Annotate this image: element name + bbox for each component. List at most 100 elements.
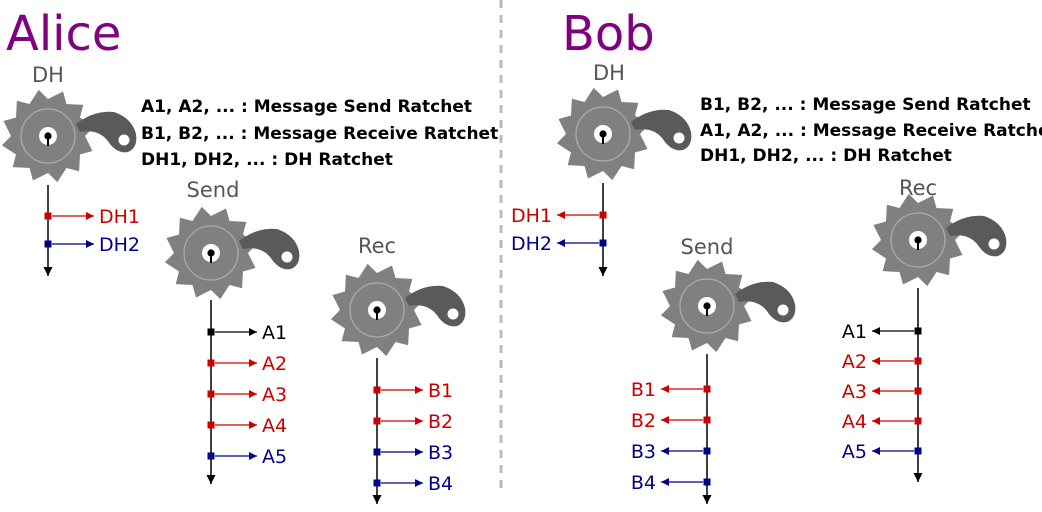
chain-node	[914, 387, 922, 395]
chain-node	[373, 417, 381, 425]
chain-node	[373, 386, 381, 394]
arrowhead-icon	[415, 448, 423, 456]
arrowhead-icon	[872, 357, 880, 365]
arrowhead-icon	[557, 239, 565, 247]
output-label: A1	[842, 321, 867, 343]
arrowhead-icon	[249, 328, 257, 336]
ratchet-wheel-icon	[0, 88, 138, 184]
arrowhead-icon	[661, 447, 669, 455]
bob-send-label: Send	[681, 235, 734, 259]
arrowhead-icon	[557, 211, 565, 219]
chain-node	[703, 385, 711, 393]
output-label: A3	[842, 381, 867, 403]
output-label: B4	[631, 472, 656, 494]
bob-legend: B1, B2, ... : Message Send Ratchet A1, A…	[700, 95, 1042, 166]
ratchet-wheel-icon	[659, 258, 797, 354]
bob-dh-label: DH	[593, 61, 625, 85]
chain-node	[44, 212, 52, 220]
chain-node	[373, 479, 381, 487]
arrowhead-icon	[872, 447, 880, 455]
output-label: B1	[631, 379, 656, 401]
output-label: B2	[428, 411, 453, 433]
output-label: B1	[428, 380, 453, 402]
output-label: A5	[842, 441, 867, 463]
bob-send-output-b1: B1	[631, 379, 711, 401]
arrowhead-icon	[86, 212, 94, 220]
output-label: A3	[262, 384, 287, 406]
chain-node	[207, 452, 215, 460]
arrowhead-icon	[249, 421, 257, 429]
output-label: DH1	[99, 206, 140, 228]
output-label: A5	[262, 446, 287, 468]
chain-node	[914, 357, 922, 365]
arrowhead-icon	[872, 387, 880, 395]
chain-node	[703, 416, 711, 424]
arrowhead-icon	[415, 386, 423, 394]
arrowhead-icon	[249, 390, 257, 398]
arrowhead-icon	[249, 452, 257, 460]
arrowhead-icon	[661, 478, 669, 486]
bob-rec-output-a4: A4	[842, 411, 922, 433]
bob-rec-output-a5: A5	[842, 441, 922, 463]
output-label: DH2	[511, 233, 552, 255]
arrowhead-icon	[661, 416, 669, 424]
output-label: A2	[262, 353, 287, 375]
arrowhead-icon	[249, 359, 257, 367]
ratchet-wheel-icon	[870, 192, 1008, 288]
arrowhead-icon	[661, 385, 669, 393]
bob-send-output-b2: B2	[631, 410, 711, 432]
ratchet-wheel-icon	[555, 86, 693, 182]
chain-node	[703, 478, 711, 486]
alice-title: Alice	[6, 6, 121, 62]
chain-node	[207, 390, 215, 398]
chain-node	[44, 240, 52, 248]
output-label: A2	[842, 351, 867, 373]
chain-node	[914, 327, 922, 335]
bob-rec-output-a1: A1	[842, 321, 922, 343]
bob-title: Bob	[562, 6, 655, 62]
ratchet-wheel-icon	[329, 262, 467, 358]
bob-dh-output-dh2: DH2	[511, 233, 607, 255]
alice-rec-output-b1: B1	[373, 380, 453, 402]
alice-rec-output-b3: B3	[373, 442, 453, 464]
output-label: A4	[842, 411, 867, 433]
bob-legend-line-3: DH1, DH2, ... : DH Ratchet	[700, 146, 952, 166]
chain-node	[914, 447, 922, 455]
alice-send-output-a1: A1	[207, 322, 287, 344]
output-label: B3	[428, 442, 453, 464]
output-label: A4	[262, 415, 287, 437]
bob-legend-line-1: B1, B2, ... : Message Send Ratchet	[700, 95, 1031, 115]
chain-node	[599, 211, 607, 219]
output-label: DH2	[99, 234, 140, 256]
alice-dh-output-dh1: DH1	[44, 206, 140, 228]
alice-send-label: Send	[187, 178, 240, 202]
alice-send-output-a4: A4	[207, 415, 287, 437]
bob-send-output-b3: B3	[631, 441, 711, 463]
bob-legend-line-2: A1, A2, ... : Message Receive Ratchet	[700, 121, 1042, 141]
alice-send-output-a2: A2	[207, 353, 287, 375]
chain-node	[207, 359, 215, 367]
output-label: B3	[631, 441, 656, 463]
alice-legend-line-1: A1, A2, ... : Message Send Ratchet	[141, 97, 472, 117]
arrowhead-icon	[86, 240, 94, 248]
alice-rec-output-b2: B2	[373, 411, 453, 433]
bob-send-output-b4: B4	[631, 472, 711, 494]
alice-send-output-a3: A3	[207, 384, 287, 406]
arrowhead-icon	[415, 417, 423, 425]
bob-rec-output-a2: A2	[842, 351, 922, 373]
chain-node	[599, 239, 607, 247]
arrowhead-icon	[872, 417, 880, 425]
alice-legend: A1, A2, ... : Message Send Ratchet B1, B…	[141, 97, 498, 170]
chain-node	[703, 447, 711, 455]
alice-legend-line-3: DH1, DH2, ... : DH Ratchet	[141, 150, 393, 170]
ratchet-wheel-icon	[163, 205, 301, 301]
arrowhead-icon	[872, 327, 880, 335]
chain-node	[207, 328, 215, 336]
